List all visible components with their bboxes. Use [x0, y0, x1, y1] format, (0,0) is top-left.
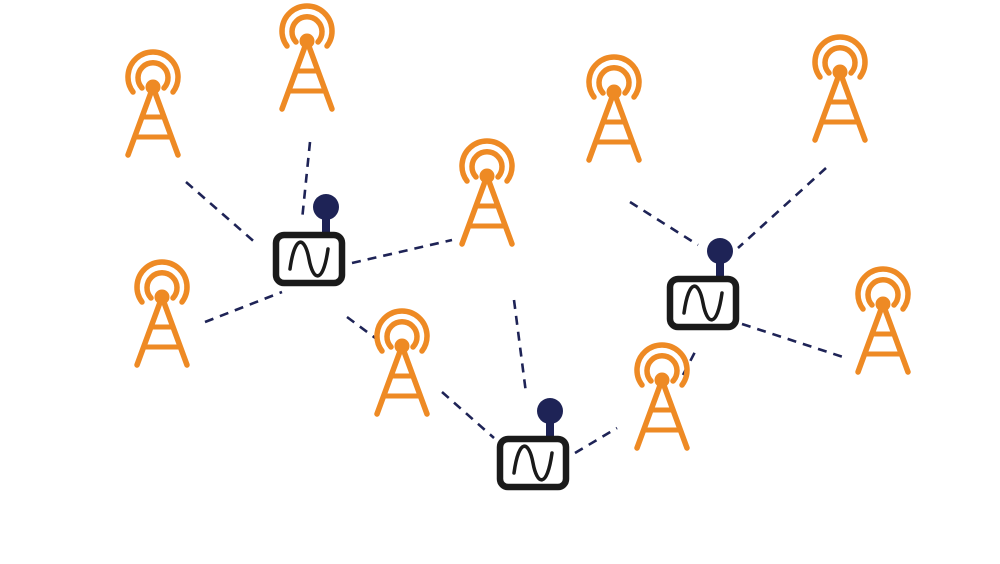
tower-t1-radio-tower-icon [128, 52, 178, 155]
antenna-ball [313, 194, 339, 220]
antenna-stem [322, 214, 330, 238]
link-t2-g1 [300, 141, 312, 221]
tower-t4-radio-tower-icon [377, 311, 427, 414]
gateway-g2-gateway-device-icon [666, 238, 740, 331]
link-t8-g2 [737, 167, 827, 249]
link-t3-g1 [204, 290, 283, 324]
nodes-layer [128, 6, 908, 491]
link-t9-g2 [741, 322, 844, 359]
sine-wave-icon [512, 444, 554, 482]
tower-t6-radio-tower-icon [637, 345, 687, 448]
tower-t3-radio-tower-icon [137, 262, 187, 365]
antenna-ball [707, 238, 733, 264]
gateway-g1-gateway-device-icon [272, 194, 346, 287]
tower-t9-radio-tower-icon [858, 269, 908, 372]
tower-t2-radio-tower-icon [282, 6, 332, 109]
antenna-ball [537, 398, 563, 424]
link-t7-g2 [629, 200, 699, 247]
link-t4-g3 [512, 299, 528, 394]
link-t4-g2 [441, 391, 495, 439]
gateway-g3-gateway-device-icon [496, 398, 570, 491]
link-t1-g1 [185, 181, 259, 246]
sine-wave-icon [682, 284, 724, 322]
sine-wave-icon [288, 240, 330, 278]
link-t5-g1 [351, 238, 453, 265]
antenna-stem [716, 258, 724, 282]
tower-t8-radio-tower-icon [815, 37, 865, 140]
tower-t5-radio-tower-icon [462, 141, 512, 244]
tower-t7-radio-tower-icon [589, 57, 639, 160]
links-layer [185, 141, 844, 455]
antenna-stem [546, 418, 554, 442]
link-t5-g3 [574, 426, 618, 455]
link-t4-g1 [346, 315, 379, 342]
